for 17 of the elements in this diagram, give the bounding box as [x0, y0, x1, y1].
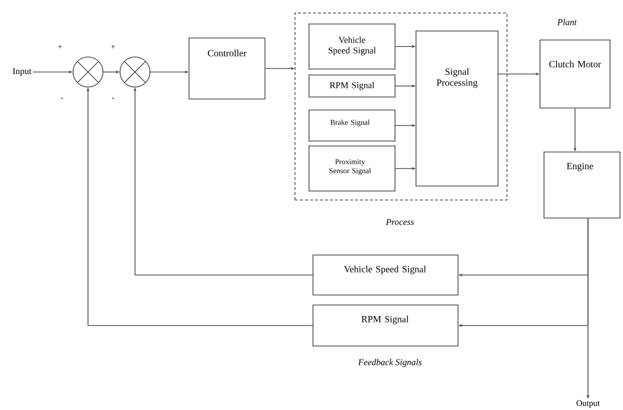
summing-junction — [120, 56, 150, 88]
clutch-motor-box: Plant Clutch Motor — [540, 18, 610, 108]
sign-label: + — [111, 44, 115, 48]
sign-label: + — [58, 44, 62, 48]
input-label: Input — [12, 68, 32, 76]
node-label: Plant — [557, 18, 577, 26]
feedback-box: RPM Signal — [312, 304, 458, 346]
engine-box: Engine — [544, 152, 620, 218]
processing-box: Signal Processing — [416, 30, 498, 186]
signal-box: Vehicle Speed Signal — [308, 24, 396, 70]
node-label: Process — [386, 219, 414, 225]
controller-box: Controller — [188, 38, 266, 100]
signal-box: RPM Signal — [308, 74, 396, 98]
output-label: Output — [576, 400, 600, 408]
caption-label: Feedback Signals — [358, 358, 422, 368]
summing-junction — [72, 56, 104, 88]
feedback-box: Vehicle Speed Signal — [312, 254, 458, 296]
